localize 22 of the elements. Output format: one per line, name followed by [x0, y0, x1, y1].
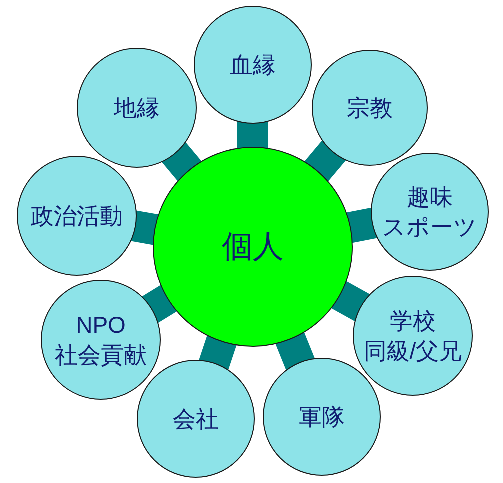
topic-label: 血縁 [230, 51, 276, 80]
connector-bar [304, 140, 346, 183]
connector-bar [345, 208, 378, 244]
topic-label: 地縁 [114, 94, 160, 123]
topic-label: 同級/父兄 [364, 337, 462, 366]
connector-bar [162, 142, 203, 182]
connector-bar [130, 210, 160, 246]
hub-label: 個人 [222, 232, 284, 262]
topic-label: 社会貢献 [55, 341, 147, 370]
topic-label: 政治活動 [31, 202, 123, 231]
connector-bar [238, 121, 268, 150]
topic-label: 宗教 [347, 94, 393, 123]
topic-label: 会社 [173, 405, 219, 434]
topic-label: 趣味 [407, 183, 453, 212]
topic-label: 軍隊 [299, 403, 345, 432]
connector-bar [198, 334, 238, 371]
topic-label: スポーツ [382, 213, 478, 242]
topic-label: 学校 [390, 307, 436, 336]
connector-bar [330, 280, 371, 322]
connector-bar [142, 284, 178, 324]
topic-label: NPO [76, 311, 126, 340]
connector-bar [275, 331, 316, 371]
